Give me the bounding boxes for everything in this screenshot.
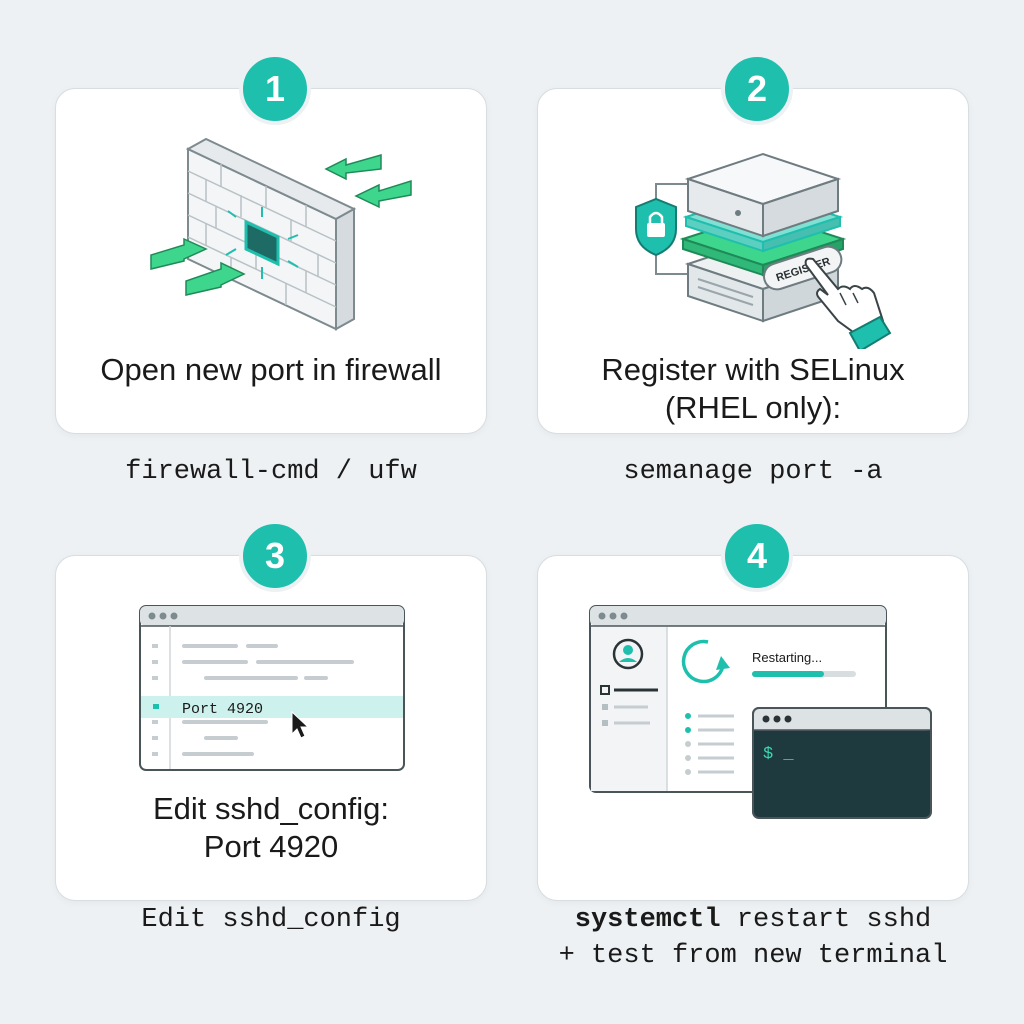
restart-status-text: Restarting... bbox=[752, 650, 822, 665]
pointing-hand-icon bbox=[804, 257, 892, 349]
step-number-badge: 4 bbox=[721, 520, 793, 592]
restart-icon bbox=[681, 639, 730, 684]
step-card-firewall: 1 bbox=[55, 53, 487, 434]
step-caption: Edit sshd_config bbox=[141, 905, 401, 935]
shield-lock-icon bbox=[635, 197, 677, 257]
step-card-sshd-config: 3 Port 4 bbox=[55, 520, 487, 901]
server-stack-icon: REGISTER bbox=[635, 152, 892, 349]
arrow-icon bbox=[324, 154, 412, 209]
user-avatar-icon bbox=[612, 638, 644, 670]
firewall-wall-icon bbox=[150, 137, 412, 331]
step-caption: semanage port -a bbox=[623, 457, 883, 487]
step-number-badge: 1 bbox=[239, 53, 311, 125]
editor-highlighted-line: Port 4920 bbox=[182, 701, 263, 718]
step-caption: systemctl restart sshd + test from new t… bbox=[513, 902, 993, 974]
step-card-restart: 4 Restarting... bbox=[537, 520, 969, 901]
caption-command-args: restart sshd bbox=[720, 905, 932, 935]
mouse-cursor-icon bbox=[291, 710, 310, 739]
step-title: Open new port in firewall bbox=[100, 352, 442, 387]
editor-window: Port 4920 bbox=[139, 605, 405, 771]
step-title: Register with SELinux (RHEL only): bbox=[601, 352, 905, 425]
arrow-icon bbox=[150, 237, 246, 296]
step-number-badge: 3 bbox=[239, 520, 311, 592]
restart-windows-illustration: Restarting... $ _ bbox=[589, 605, 932, 819]
step-number-badge: 2 bbox=[721, 53, 793, 125]
step-title: Edit sshd_config: Port 4920 bbox=[152, 791, 390, 864]
caption-command: systemctl bbox=[574, 905, 721, 935]
step-caption: firewall-cmd / ufw bbox=[125, 457, 417, 487]
terminal-prompt: $ _ bbox=[763, 745, 794, 764]
step-card-selinux: 2 REGISTER bbox=[537, 53, 969, 434]
caption-line-2: + test from new terminal bbox=[558, 941, 948, 971]
